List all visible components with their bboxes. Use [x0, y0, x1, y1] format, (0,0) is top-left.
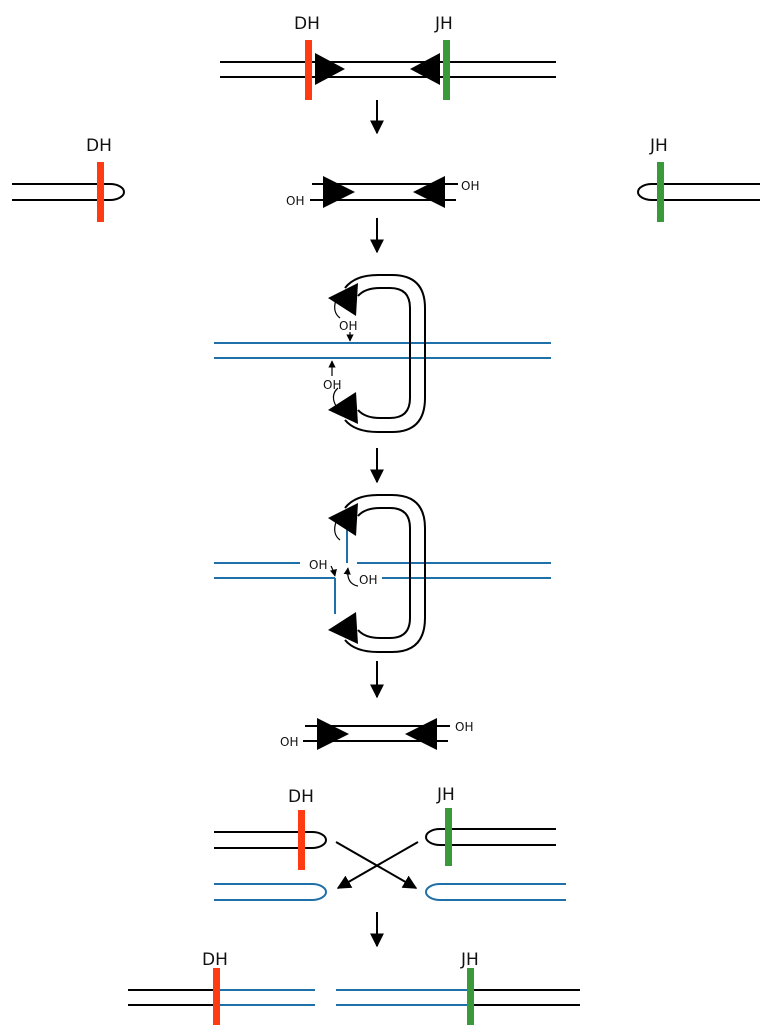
stage-released-signal-ends: OH OH	[280, 718, 473, 750]
oh-label: OH	[280, 735, 298, 749]
jh-label: JH	[460, 950, 479, 970]
triangle-signal-icon	[315, 53, 345, 85]
dh-segment	[298, 810, 305, 870]
triangle-signal-icon	[328, 503, 358, 536]
triangle-signal-icon	[328, 283, 358, 316]
jh-segment	[445, 808, 452, 866]
stage-transesterification: OH OH	[214, 494, 551, 653]
dh-segment	[97, 162, 104, 222]
dh-label: DH	[294, 14, 320, 34]
triangle-signal-icon	[410, 53, 440, 85]
oh-label: OH	[461, 179, 479, 193]
jh-segment	[443, 40, 450, 100]
stage-joined-products: DH JH	[128, 950, 580, 1025]
dh-label: DH	[86, 136, 112, 156]
dh-label: DH	[202, 950, 228, 970]
oh-label: OH	[309, 558, 327, 572]
dh-segment	[213, 968, 220, 1025]
jh-label: JH	[436, 785, 455, 805]
stage-target-capture: OH OH	[214, 274, 551, 433]
oh-label: OH	[339, 319, 357, 333]
triangle-signal-icon	[328, 612, 358, 644]
jh-label: JH	[649, 136, 668, 156]
stage-intact-locus: DH JH	[220, 14, 556, 100]
stage-cleavage: DH JH OH OH	[12, 136, 760, 222]
triangle-signal-icon	[413, 176, 445, 208]
triangle-signal-icon	[405, 718, 437, 750]
jh-label: JH	[434, 14, 453, 34]
triangle-signal-icon	[328, 392, 358, 424]
dh-segment	[305, 40, 312, 100]
oh-label: OH	[286, 194, 304, 208]
dh-label: DH	[288, 787, 314, 807]
triangle-signal-icon	[317, 718, 349, 750]
jh-segment	[467, 968, 474, 1025]
stage-end-exchange: DH JH	[214, 785, 566, 901]
oh-label: OH	[323, 378, 341, 392]
oh-label: OH	[359, 573, 377, 587]
jh-segment	[657, 162, 664, 222]
triangle-signal-icon	[323, 176, 355, 208]
oh-label: OH	[455, 720, 473, 734]
